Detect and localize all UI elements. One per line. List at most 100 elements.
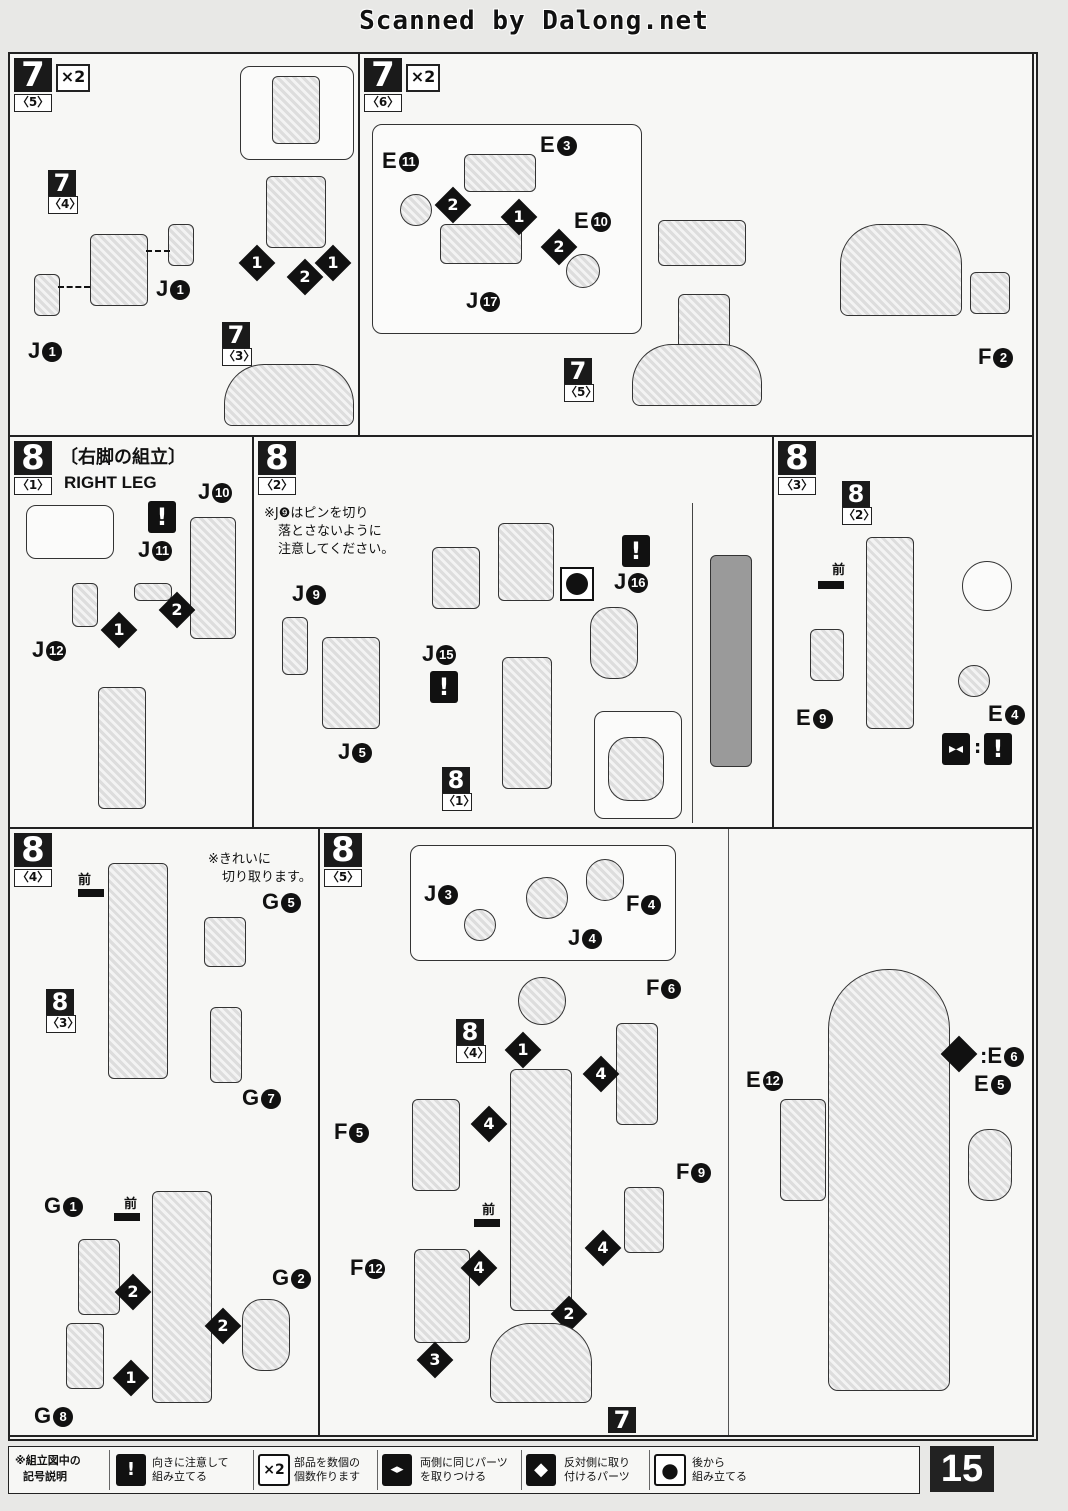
both-sides-icon: ▸◂ xyxy=(942,733,970,765)
step-marker-2a: 2 xyxy=(114,1273,152,1311)
multiply-icon: ×2 xyxy=(56,64,90,92)
ref-substep: 〈2〉 xyxy=(842,507,875,525)
ref2-step-number: 7 xyxy=(608,1407,636,1433)
part-j16 xyxy=(590,607,638,679)
part-j17 xyxy=(440,224,522,264)
ref-step-number: 7 xyxy=(48,170,76,196)
watermark: Scanned by Dalong.net xyxy=(359,6,709,36)
front-arrow-icon xyxy=(474,1219,500,1227)
ref-substep: 〈3〉 xyxy=(46,1015,79,1033)
legend-item-both-sides: ◂▸ 両側に同じパーツ を取りつける xyxy=(377,1450,518,1490)
step-number: 8 xyxy=(778,441,816,475)
body-part xyxy=(90,234,148,306)
step-marker-1: 1 xyxy=(112,1359,150,1397)
step-marker-1b: 1 xyxy=(314,244,352,282)
legend-item-opposite-side: ◆ 反対側に取り 付けるパーツ xyxy=(521,1450,646,1490)
divider xyxy=(728,829,729,1435)
ball-joint xyxy=(518,977,566,1025)
part-f2 xyxy=(970,272,1010,314)
leg-assembly xyxy=(866,537,914,729)
step-number: 8 xyxy=(324,833,362,867)
page-number: 15 xyxy=(930,1446,994,1492)
front-indicator: 前 xyxy=(832,563,846,578)
warning-icon: ! xyxy=(148,501,176,533)
part-f5 xyxy=(412,1099,460,1191)
upper-part xyxy=(498,523,554,601)
multiply-icon: ×2 xyxy=(258,1454,290,1486)
front-arrow-icon xyxy=(78,889,104,897)
part-f12 xyxy=(414,1249,470,1343)
step-marker-1: 1 xyxy=(238,244,276,282)
step-number: 8 xyxy=(14,833,52,867)
legend-heading: ※組立図中の 記号説明 xyxy=(15,1454,81,1483)
step-marker-4a: 4 xyxy=(582,1055,620,1093)
leg-assembly xyxy=(510,1069,572,1311)
substep-label: 〈3〉 xyxy=(778,477,816,495)
part-e10 xyxy=(566,254,600,288)
leg-assembly xyxy=(266,176,326,248)
assembly-arrow xyxy=(146,250,170,252)
part-j9 xyxy=(282,617,308,675)
legend-item-assemble-later: ● 後から 組み立てる xyxy=(649,1450,770,1490)
warning-icon: ! xyxy=(622,535,650,567)
part-j5 xyxy=(322,637,380,729)
step-marker-3: 3 xyxy=(416,1341,454,1379)
part-e11 xyxy=(400,194,432,226)
right-base-assembly xyxy=(840,224,962,316)
ref-substep: 〈4〉 xyxy=(456,1045,489,1063)
part-f6 xyxy=(616,1023,658,1125)
ref-substep: 〈4〉 xyxy=(48,196,81,214)
part-j10 xyxy=(190,517,236,639)
substep-label: 〈2〉 xyxy=(258,477,296,495)
step-marker-2b: 2 xyxy=(204,1307,242,1345)
step-marker-2b: 2 xyxy=(540,228,578,266)
warning-icon: ! xyxy=(116,1454,146,1486)
part-j3 xyxy=(464,909,496,941)
both-sides-icon: ◂▸ xyxy=(382,1454,412,1486)
base-part xyxy=(490,1323,592,1403)
step-number: 7 xyxy=(14,58,52,92)
part-g1 xyxy=(78,1239,120,1315)
step-marker-2: 2 xyxy=(158,591,196,629)
detail-circle xyxy=(962,561,1012,611)
front-arrow-icon xyxy=(818,581,844,589)
part-f9 xyxy=(624,1187,664,1253)
result-part xyxy=(98,687,146,809)
substep-label: 〈1〉 xyxy=(14,477,52,495)
step-marker-1: 1 xyxy=(504,1031,542,1069)
legend-item-orientation: ! 向きに注意して 組み立てる xyxy=(109,1450,250,1490)
ref-substep: 〈1〉 xyxy=(442,793,475,811)
part-g5 xyxy=(204,917,246,967)
part-j1-left xyxy=(34,274,60,316)
step-number: 8 xyxy=(258,441,296,475)
leg-assembly-2 xyxy=(152,1191,212,1403)
substep-label: 〈5〉 xyxy=(324,869,362,887)
opposite-side-icon: ◆ xyxy=(526,1454,556,1486)
step-marker-2a: 2 xyxy=(434,186,472,224)
substep-label: 〈4〉 xyxy=(14,869,52,887)
symbol-legend: ※組立図中の 記号説明 ! 向きに注意して 組み立てる ×2 部品を数個の 個数… xyxy=(8,1446,920,1494)
section-title-en: RIGHT LEG xyxy=(64,473,157,492)
step-number: 8 xyxy=(14,441,52,475)
step-number: 7 xyxy=(364,58,402,92)
assemble-later-icon: ● xyxy=(654,1454,686,1486)
part-j11 xyxy=(134,583,172,601)
